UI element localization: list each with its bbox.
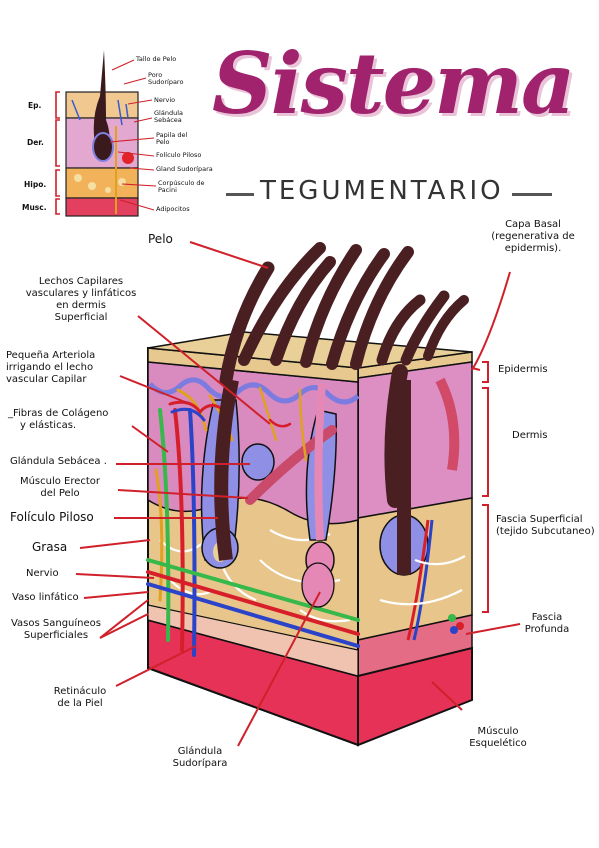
mini-layer-musc: Musc. (22, 203, 47, 212)
sebaceous-gland (241, 443, 275, 481)
mini-label-nervio: Nervio (154, 96, 176, 104)
label-linfatico: Vaso linfático (12, 592, 79, 603)
label-vasos: Vasos Sanguíneos Superficiales (8, 618, 104, 642)
mini-skin-diagram (55, 50, 157, 217)
arrector-muscle (245, 425, 337, 505)
mini-label-sebacea: Glándula Sebácea (154, 109, 183, 124)
mini-label-adipocitos: Adipocitos (156, 205, 190, 213)
mini-label-tallo: Tallo de Pelo (136, 55, 177, 63)
label-erector-line2: del Pelo (40, 488, 80, 499)
mini-label-foliculo: Folículo Piloso (156, 151, 202, 159)
title-block: Sistema TEGUMENTARIO (212, 42, 592, 222)
label-lechos-capilares: Lechos Capilares vasculares y linfáticos… (12, 276, 150, 324)
label-arteriola-line3: vascular Capilar (6, 374, 87, 385)
mini-layer-ep: Ep. (28, 101, 42, 110)
label-vasos-line1: Vasos Sanguíneos (10, 618, 101, 629)
label-fascia-sup-line2: (tejido Subcutaneo) (496, 526, 595, 537)
sweat-gland (301, 562, 335, 608)
label-epidermis: Epidermis (498, 364, 548, 375)
label-foliculo: Folículo Piloso (10, 510, 94, 524)
mini-label-papila: Papila del Pelo (156, 131, 188, 146)
hair-shafts (219, 242, 469, 387)
label-arteriola-line1: Pequeña Arteriola (6, 350, 96, 361)
label-fibras-line2: y elásticas. (20, 420, 77, 431)
mini-layer-hipo: Hipo. (24, 180, 47, 189)
label-lechos-line3: en dermis (56, 300, 106, 311)
label-vasos-line2: Superficiales (23, 630, 89, 641)
label-fibras: _Fibras de Colágeno y elásticas. (8, 408, 108, 432)
mini-label-poro: Poro Sudoríparo (148, 71, 184, 86)
label-erector-line1: Músculo Erector (19, 476, 101, 487)
page-title: Sistema (212, 34, 575, 133)
label-arteriola-line2: irrigando el lecho (6, 362, 94, 373)
label-grasa: Grasa (32, 540, 68, 554)
label-erector: Músculo Erector del Pelo (4, 476, 116, 500)
label-fascia-sup-line1: Fascia Superficial (496, 514, 583, 525)
label-capa-basal: Capa Basal (regenerativa de epidermis). (478, 219, 588, 255)
label-pelo: Pelo (148, 232, 173, 246)
page-subtitle: TEGUMENTARIO (260, 176, 504, 206)
label-capa-basal-line1: Capa Basal (505, 219, 561, 230)
label-sudoripara: Glándula Sudorípara (160, 746, 240, 770)
label-sudoripara-line2: Sudorípara (172, 758, 228, 769)
label-musculo-line2: Esquelético (469, 738, 527, 749)
label-retinaculo: Retináculo de la Piel (42, 686, 118, 710)
label-lechos-line1: Lechos Capilares (38, 276, 124, 287)
mini-layer-der: Der. (27, 138, 44, 147)
label-lechos-line4: Superficial (54, 312, 108, 323)
label-fascia-prof-line2: Profunda (524, 624, 570, 635)
label-musculo-line1: Músculo (477, 726, 519, 737)
label-fascia-profunda: Fascia Profunda (512, 612, 582, 636)
label-fascia-prof-line1: Fascia (531, 612, 563, 623)
label-retinaculo-line1: Retináculo (53, 686, 107, 697)
mini-label-pacini: Corpúsculo de Pacini (158, 179, 205, 194)
label-nervio: Nervio (26, 568, 59, 579)
pointer-lines (75, 241, 521, 747)
label-dermis: Dermis (512, 430, 548, 441)
title-dash-right (512, 193, 552, 196)
label-fascia-superficial: Fascia Superficial (tejido Subcutaneo) (496, 514, 595, 538)
label-lechos-line2: vasculares y linfáticos (25, 288, 137, 299)
label-capa-basal-line3: epidermis). (504, 243, 562, 254)
title-dash-left (226, 193, 254, 196)
label-arteriola: Pequeña Arteriola irrigando el lecho vas… (6, 350, 95, 386)
label-musculo: Músculo Esquelético (448, 726, 548, 750)
label-sebacea: Glándula Sebácea . (10, 456, 107, 467)
label-sudoripara-line1: Glándula (177, 746, 223, 757)
label-fibras-line1: _Fibras de Colágeno (8, 408, 109, 419)
label-capa-basal-line2: (regenerativa de (491, 231, 575, 242)
mini-label-gland-sudoripara: Gland Sudorípara (156, 165, 213, 173)
label-retinaculo-line2: de la Piel (57, 698, 103, 709)
